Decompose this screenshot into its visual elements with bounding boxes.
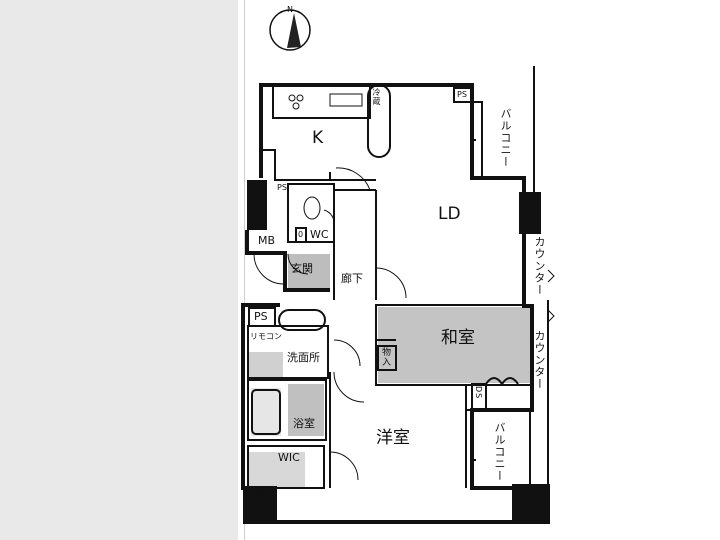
label-genkan: 玄関 (291, 262, 313, 275)
label-ds: DS (474, 386, 483, 400)
label-balcony-top: バルコニー (499, 108, 512, 168)
label-senmenjo: 洗面所 (287, 351, 320, 364)
column-nw (247, 180, 267, 230)
interior-walls (247, 66, 549, 524)
toilet-icon (303, 196, 321, 220)
label-yokushitsu: 浴室 (293, 417, 315, 430)
label-ld: LD (438, 204, 461, 224)
laundry-fill (249, 352, 283, 380)
counter-markers (547, 269, 555, 323)
label-wc: WC (310, 228, 329, 241)
bath-fill (288, 384, 324, 436)
compass-label: N (287, 5, 293, 14)
door-swings (253, 167, 407, 481)
label-ps-kitchen: PS (457, 90, 467, 99)
label-ps-bath: PS (254, 310, 268, 323)
sink-icon (329, 93, 363, 107)
label-kitchen: K (312, 128, 324, 148)
label-wic: WIC (278, 451, 300, 464)
label-oshiire: 物入 (380, 347, 390, 367)
label-mb: MB (258, 234, 276, 247)
label-ps-entry: PS (277, 183, 287, 192)
label-reizouko: 冷蔵 (372, 88, 381, 106)
compass-icon (269, 9, 311, 51)
wic-fill (249, 452, 305, 488)
label-balcony-bottom: バルコニー (493, 422, 506, 482)
washitsu-tatami-fill (378, 307, 530, 383)
label-rimokon: リモコン (250, 332, 282, 341)
scan-margin (0, 0, 238, 540)
label-ps-bottom: PS (253, 490, 263, 499)
label-corridor: 廊下 (341, 272, 363, 285)
stove-icon (288, 94, 304, 110)
label-sub: 0 (298, 230, 304, 239)
genkan-fill (288, 254, 330, 290)
label-youshitsu: 洋室 (376, 428, 410, 448)
bathtub-fill (251, 388, 281, 436)
label-washitsu: 和室 (441, 328, 475, 348)
label-counter-lower: カウンター (533, 330, 546, 390)
label-counter-upper: カウンター (533, 236, 546, 296)
scan-edge-line (244, 0, 245, 540)
